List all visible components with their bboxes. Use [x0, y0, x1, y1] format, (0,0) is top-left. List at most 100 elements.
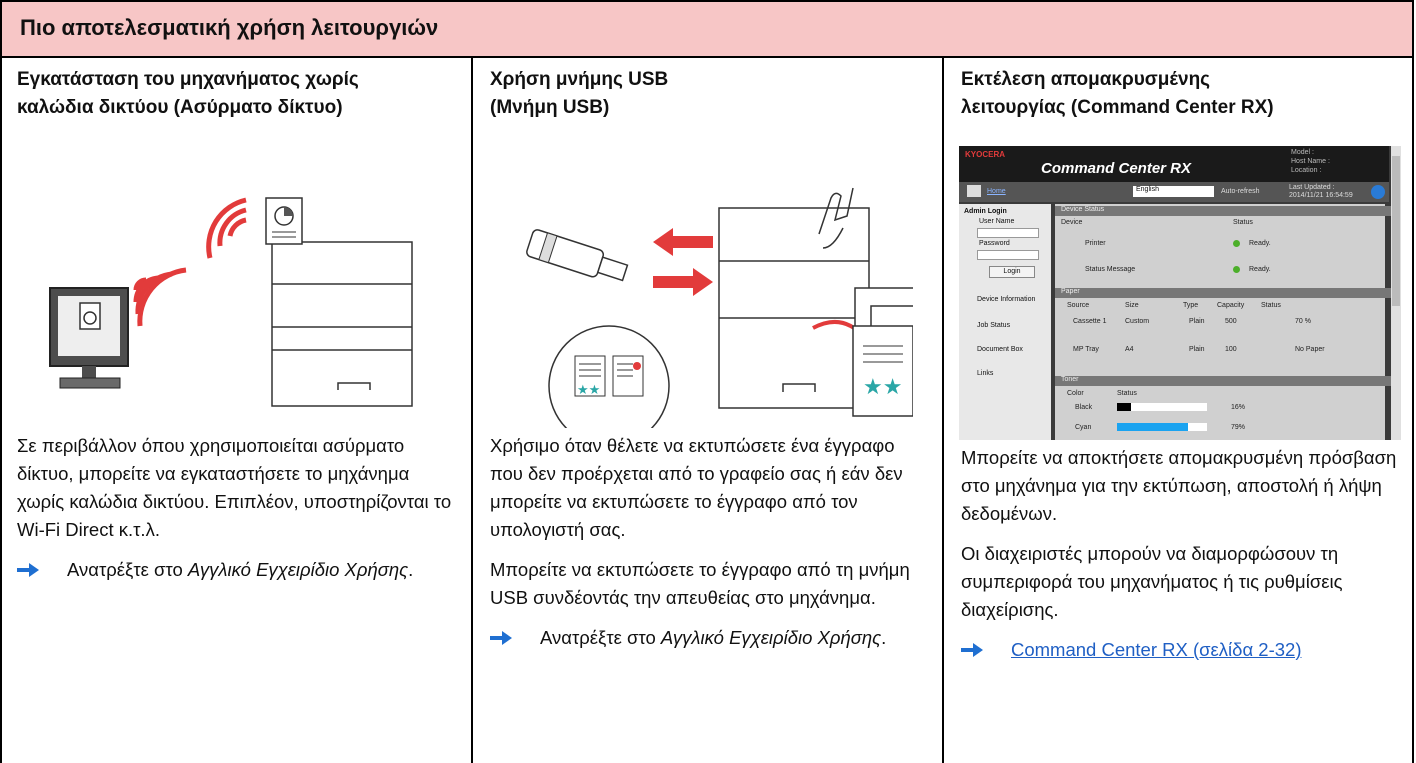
- section-header: Πιο αποτελεσματική χρήση λειτουργιών: [0, 0, 1414, 58]
- arrow-right-icon: [490, 631, 512, 645]
- model-label: Model :: [1291, 149, 1314, 156]
- reference: Ανατρέξτε στο Αγγλικό Εγχειρίδιο Χρήσης.: [17, 556, 459, 584]
- arrow-right-icon: [961, 643, 983, 657]
- last-updated-label: Last Updated :: [1289, 184, 1335, 191]
- title-line: Εγκατάσταση του μηχανήματος χωρίς: [17, 69, 359, 90]
- reference-text: Ανατρέξτε στο: [67, 559, 188, 580]
- title-line: Εκτέλεση απομακρυσμένης: [961, 69, 1211, 90]
- title-line: καλώδια δικτύου (Ασύρματο δίκτυο): [17, 97, 343, 118]
- title-line: Χρήση μνήμης USB: [490, 69, 669, 90]
- toner-status: 79%: [1231, 424, 1246, 431]
- column-wireless: Εγκατάσταση του μηχανήματος χωρίς καλώδι…: [0, 56, 471, 763]
- paper-status: No Paper: [1295, 346, 1325, 353]
- toner-color: Cyan: [1075, 424, 1092, 431]
- paper-header: Paper: [1055, 288, 1391, 298]
- paper-header-status: Status: [1261, 302, 1281, 309]
- body-text: Σε περιβάλλον όπου χρησιμοποιείται ασύρμ…: [17, 435, 452, 540]
- nav-device-information[interactable]: Device Information: [977, 296, 1036, 303]
- user-name-input[interactable]: [977, 228, 1039, 238]
- nav-links[interactable]: Links: [977, 370, 994, 377]
- paper-header-type: Type: [1183, 302, 1199, 309]
- login-button[interactable]: Login: [989, 266, 1035, 278]
- body-text: Μπορείτε να αποκτήσετε απομακρυσμένη πρό…: [961, 447, 1397, 524]
- usb-stick-icon: [526, 229, 629, 282]
- message-status: Ready.: [1249, 266, 1271, 273]
- toner-bar: [1117, 423, 1207, 431]
- manual-title: Αγγλικό Εγχειρίδιο Χρήσης: [660, 627, 882, 648]
- language-select[interactable]: English: [1133, 186, 1214, 197]
- body-text: Χρήσιμο όταν θέλετε να εκτυπώσετε ένα έγ…: [490, 435, 903, 540]
- device-status-header: Device Status: [1055, 206, 1391, 216]
- paper-type: Plain: [1189, 318, 1205, 325]
- printer-label: Printer: [1085, 240, 1106, 247]
- toner-status: 16%: [1231, 404, 1246, 411]
- nav-job-status[interactable]: Job Status: [977, 322, 1011, 329]
- auto-refresh-checkbox[interactable]: Auto-refresh: [1221, 188, 1260, 195]
- reference-suffix: .: [881, 627, 887, 648]
- column-body: Σε περιβάλλον όπου χρησιμοποιείται ασύρμ…: [17, 432, 459, 584]
- paper-size: A4: [1125, 346, 1134, 353]
- password-label: Password: [979, 240, 1010, 247]
- column-title: Εκτέλεση απομακρυσμένης λειτουργίας (Com…: [961, 66, 1274, 122]
- status-dot-icon: [1233, 266, 1240, 273]
- toner-fill: [1117, 403, 1132, 411]
- status-col-header: Status: [1233, 219, 1253, 226]
- brand-logo: KYOCERA: [965, 150, 1006, 159]
- admin-login-title: Admin Login: [964, 208, 1007, 215]
- location-label: Location :: [1291, 167, 1322, 174]
- toner-header: Toner: [1055, 376, 1391, 386]
- reference-text: Ανατρέξτε στο: [540, 627, 661, 648]
- last-updated-value: 2014/11/21 16:54:59: [1289, 192, 1353, 199]
- svg-text:★★: ★★: [863, 374, 902, 399]
- column-title: Χρήση μνήμης USB (Μνήμη USB): [490, 66, 668, 122]
- paper-header-capacity: Capacity: [1217, 302, 1245, 309]
- usb-illustration: ★★ ★★: [526, 187, 913, 428]
- body-text: Μπορείτε να εκτυπώσετε το έγγραφο από τη…: [490, 559, 910, 608]
- paper-status: 70 %: [1295, 318, 1311, 325]
- column-command-center: Εκτέλεση απομακρυσμένης λειτουργίας (Com…: [942, 56, 1414, 763]
- toner-fill: [1117, 423, 1189, 431]
- column-body: Μπορείτε να αποκτήσετε απομακρυσμένη πρό…: [961, 444, 1402, 664]
- status-dot-icon: [1233, 240, 1240, 247]
- title-line: (Μνήμη USB): [490, 97, 610, 118]
- column-usb: Χρήση μνήμης USB (Μνήμη USB) ★★: [471, 56, 942, 763]
- nav-document-box[interactable]: Document Box: [977, 346, 1023, 353]
- toner-color: Black: [1075, 404, 1093, 411]
- host-label: Host Name :: [1291, 158, 1330, 165]
- toner-header-status: Status: [1117, 390, 1137, 397]
- arrow-right-icon: [17, 563, 39, 577]
- paper-capacity: 100: [1225, 346, 1237, 353]
- column-body: Χρήσιμο όταν θέλετε να εκτυπώσετε ένα έγ…: [490, 432, 930, 652]
- body-text: Οι διαχειριστές μπορούν να διαμορφώσουν …: [961, 543, 1343, 620]
- scrollbar-thumb[interactable]: [1392, 156, 1400, 306]
- home-link[interactable]: Home: [987, 188, 1006, 195]
- device-col-header: Device: [1061, 219, 1083, 226]
- reference-suffix: .: [408, 559, 414, 580]
- refresh-icon[interactable]: [1371, 185, 1385, 199]
- command-center-screenshot: KYOCERA Command Center RX Model : Host N…: [959, 146, 1401, 440]
- password-input[interactable]: [977, 250, 1039, 260]
- paper-type: Plain: [1189, 346, 1205, 353]
- title-line: λειτουργίας (Command Center RX): [961, 97, 1274, 118]
- paper-size: Custom: [1125, 318, 1150, 325]
- toner-header-color: Color: [1067, 390, 1084, 397]
- toner-bar: [1117, 403, 1207, 411]
- paper-capacity: 500: [1225, 318, 1237, 325]
- app-title: Command Center RX: [1041, 160, 1192, 177]
- paper-header-source: Source: [1067, 302, 1090, 309]
- home-icon[interactable]: [967, 185, 981, 197]
- status-message-label: Status Message: [1085, 266, 1136, 273]
- scrollbar[interactable]: [1391, 146, 1401, 440]
- wireless-illustration: [49, 197, 413, 407]
- svg-text:★★: ★★: [577, 382, 600, 397]
- user-name-label: User Name: [979, 218, 1015, 225]
- paper-source: Cassette 1: [1073, 318, 1107, 325]
- column-title: Εγκατάσταση του μηχανήματος χωρίς καλώδι…: [17, 66, 359, 122]
- paper-source: MP Tray: [1073, 346, 1099, 353]
- command-center-link[interactable]: Command Center RX (σελίδα 2-32): [1011, 639, 1302, 660]
- printer-status: Ready.: [1249, 240, 1271, 247]
- manual-title: Αγγλικό Εγχειρίδιο Χρήσης: [187, 559, 409, 580]
- reference: Ανατρέξτε στο Αγγλικό Εγχειρίδιο Χρήσης.: [490, 624, 930, 652]
- reference: Command Center RX (σελίδα 2-32): [961, 636, 1402, 664]
